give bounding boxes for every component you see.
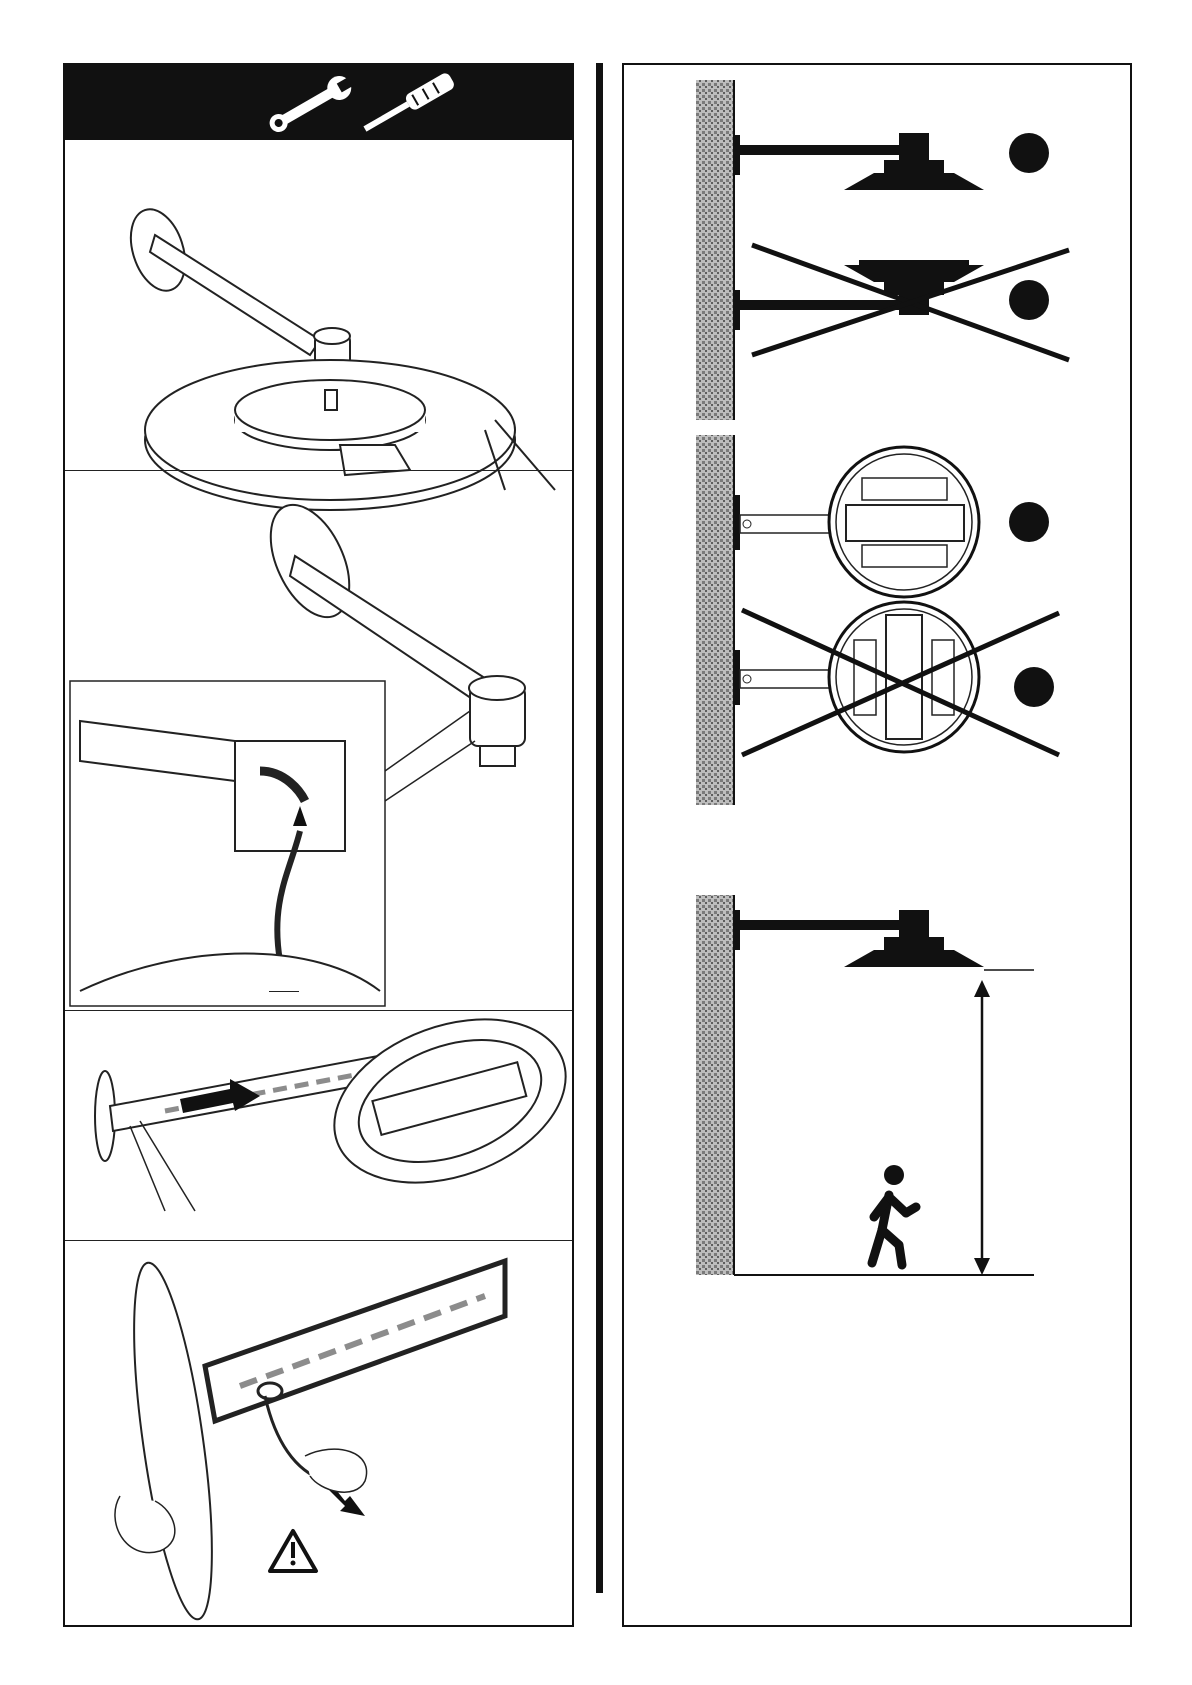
indicator-dot-1 — [1009, 133, 1049, 173]
mount-incorrect-diagram — [734, 245, 1069, 360]
step-4-illustration — [65, 1240, 572, 1625]
pedestrian-icon — [872, 1165, 916, 1265]
left-instruction-panel — [63, 63, 574, 1627]
right-mounting-panel — [622, 63, 1132, 1627]
height-dimension-arrow — [974, 980, 990, 1275]
warning-triangle-icon — [270, 1531, 316, 1571]
indicator-dot-4 — [1014, 667, 1054, 707]
indicator-dot-3 — [1009, 502, 1049, 542]
wrench-icon — [265, 70, 359, 138]
tools-icons — [65, 65, 572, 140]
step-2-illustration — [65, 470, 572, 1010]
mount-correct-diagram — [696, 80, 1049, 420]
screwdriver-icon — [360, 71, 456, 137]
mounting-diagrams — [624, 65, 1130, 1625]
mounting-height-diagram — [696, 895, 1034, 1275]
step-1-illustration — [65, 140, 572, 470]
indicator-dot-2 — [1009, 280, 1049, 320]
page-divider — [596, 63, 603, 1593]
step-3-illustration — [65, 1010, 572, 1240]
orientation-incorrect-diagram — [734, 602, 1059, 755]
tools-header — [65, 65, 572, 140]
